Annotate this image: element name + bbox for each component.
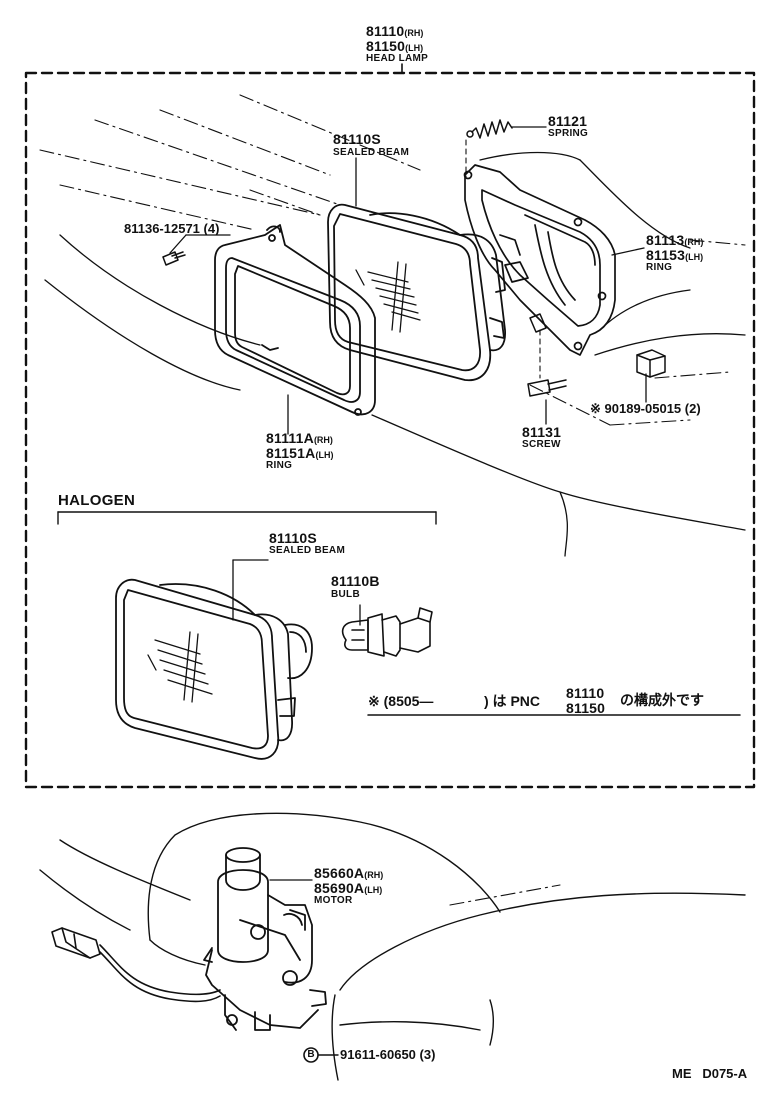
- rear-ring-label-lh: 81153(LH): [646, 247, 704, 263]
- sealed-beam-top-drawing: [327, 203, 506, 382]
- sealed-beam-halogen-drawing: [115, 578, 313, 760]
- halogen-bracket: [57, 511, 437, 525]
- screw-pnc: 81131: [522, 424, 562, 440]
- motor-harness-drawing: [51, 927, 221, 1003]
- rear-ring-label-rh: 81113(RH): [646, 232, 704, 248]
- motor-drawing: [203, 847, 327, 1031]
- body-contour-lines: [39, 94, 421, 231]
- note-pnc-2: 81150: [566, 700, 606, 716]
- note-suffix: の構成外です: [620, 693, 704, 709]
- sealed-beam-top-name: SEALED BEAM: [333, 147, 410, 158]
- note-mid: ) は PNC: [484, 693, 540, 709]
- halogen-label: HALOGEN: [58, 492, 136, 509]
- note-prefix: ※ (8505—: [368, 693, 434, 709]
- sealed-beam-halogen-pnc: 81110S: [269, 530, 317, 546]
- bulb-pnc: 81110B: [331, 573, 380, 589]
- bolt-mark: B: [307, 1049, 315, 1060]
- screw-drawing: [527, 313, 567, 397]
- motor-body-lines: [39, 812, 746, 1081]
- rear-ring-name: RING: [646, 262, 673, 273]
- clip-label: ※ 90189-05015 (2): [590, 401, 701, 416]
- sealed-beam-halogen-name: SEALED BEAM: [269, 545, 346, 556]
- motor-label-lh: 85690A(LH): [314, 880, 383, 896]
- note-pnc-1: 81110: [566, 685, 605, 701]
- sealed-beam-top-pnc: 81110S: [333, 131, 381, 147]
- clip-drawing: [636, 349, 666, 378]
- screw-name: SCREW: [522, 439, 561, 450]
- motor-name: MOTOR: [314, 895, 353, 906]
- headlamp-name: HEAD LAMP: [366, 53, 429, 64]
- front-ring-name: RING: [266, 460, 293, 471]
- front-ring-drawing: [214, 224, 376, 416]
- footer-code: ME D075-A: [672, 1066, 748, 1081]
- spring-pnc: 81121: [548, 113, 588, 129]
- headlamp-label-lh: 81150(LH): [366, 38, 424, 54]
- small-screw-label: 81136-12571 (4): [124, 221, 220, 236]
- front-ring-label-lh: 81151A(LH): [266, 445, 334, 461]
- leader-lines: [169, 126, 647, 881]
- rear-ring-drawing: [463, 164, 616, 356]
- bolt-label: 91611-60650 (3): [340, 1047, 436, 1062]
- front-ring-label-rh: 81111A(RH): [266, 430, 333, 446]
- spring-drawing: [465, 119, 513, 179]
- small-screw-drawing: [162, 251, 186, 266]
- ring-mount-lines: [529, 239, 746, 426]
- bulb-drawing: [341, 607, 433, 657]
- headlamp-assembly-box: [24, 71, 756, 789]
- motor-contour-lines: [449, 884, 561, 906]
- motor-label-rh: 85660A(RH): [314, 865, 384, 881]
- headlamp-label-rh: 81110(RH): [366, 23, 424, 39]
- body-panel-lines: [44, 151, 746, 557]
- spring-name: SPRING: [548, 128, 589, 139]
- bulb-name: BULB: [331, 589, 360, 600]
